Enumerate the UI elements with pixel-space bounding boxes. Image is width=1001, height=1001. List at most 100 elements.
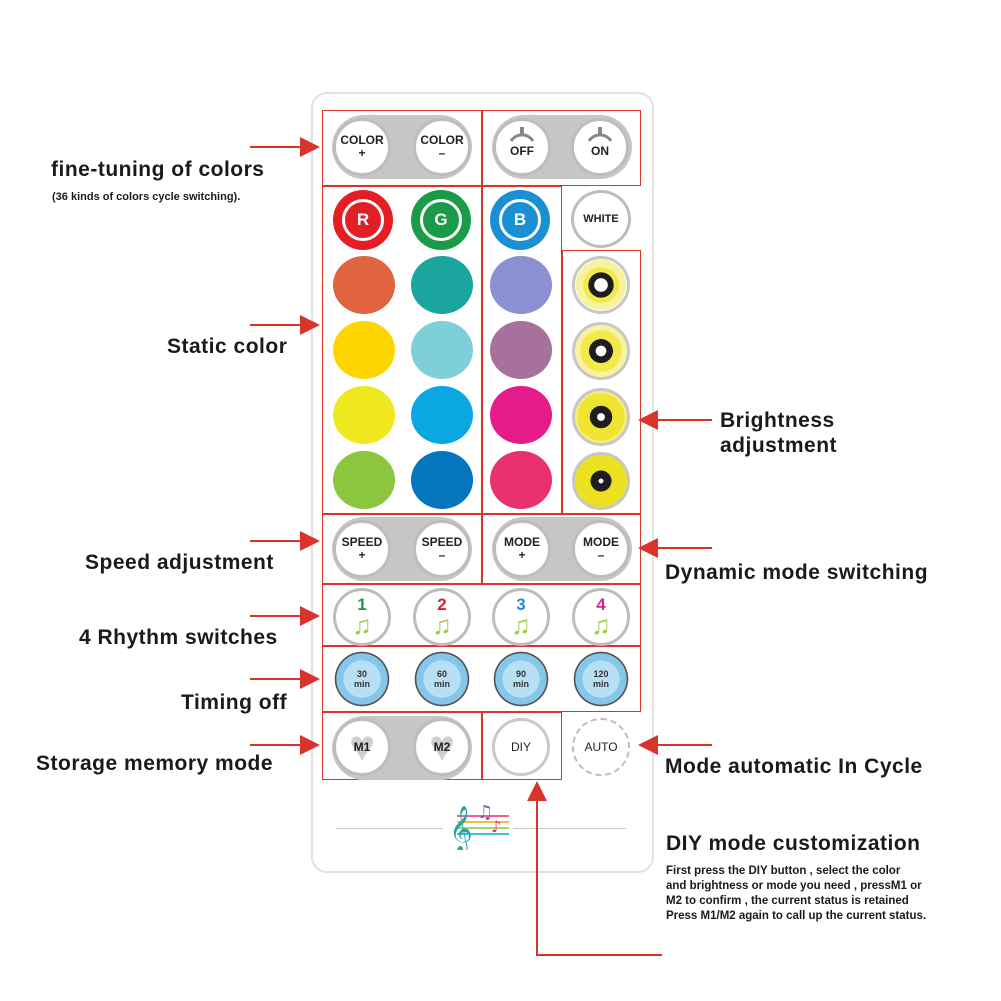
diy-description: First press the DIY button , select the … bbox=[666, 864, 996, 924]
power-icon bbox=[587, 127, 613, 142]
speed-plus-label: SPEED bbox=[341, 535, 383, 549]
frame-rhythm bbox=[322, 584, 641, 646]
static-color-button[interactable] bbox=[411, 386, 473, 444]
white-label: WHITE bbox=[583, 213, 619, 225]
label-auto-cycle: Mode automatic In Cycle bbox=[665, 755, 923, 778]
red-label: R bbox=[356, 210, 370, 229]
red-ring: R bbox=[342, 199, 384, 241]
mode-plus-button[interactable]: MODE + bbox=[493, 520, 551, 578]
mode-minus-button[interactable]: MODE – bbox=[572, 520, 630, 578]
m2-button[interactable]: ♥ M2 bbox=[413, 718, 471, 776]
label-rhythm: 4 Rhythm switches bbox=[79, 626, 278, 649]
label-fine-tuning: fine-tuning of colors bbox=[51, 158, 265, 181]
off-label: OFF bbox=[510, 143, 534, 158]
green-label: G bbox=[434, 210, 448, 229]
frame-power bbox=[482, 110, 641, 186]
diy-desc-line: M2 to confirm , the current status is re… bbox=[666, 895, 909, 907]
color-minus-button[interactable]: COLOR – bbox=[413, 118, 471, 176]
diy-desc-line: First press the DIY button , select the … bbox=[666, 865, 901, 877]
auto-label: AUTO bbox=[584, 740, 618, 754]
static-color-button[interactable] bbox=[490, 321, 552, 379]
off-button[interactable]: OFF bbox=[493, 118, 551, 176]
rhythm-button-1[interactable]: 1 ♫ bbox=[333, 588, 391, 646]
static-color-button[interactable] bbox=[411, 256, 473, 314]
static-color-button[interactable] bbox=[333, 451, 395, 509]
auto-button[interactable]: AUTO bbox=[572, 718, 630, 776]
speed-minus-label: SPEED bbox=[421, 535, 463, 549]
plus-sign: + bbox=[358, 146, 366, 160]
m1-label: M1 bbox=[353, 740, 371, 754]
frame-timer bbox=[322, 646, 641, 712]
frame-diy bbox=[482, 712, 562, 780]
frame-b-colors bbox=[482, 186, 562, 514]
minus-sign: – bbox=[597, 548, 605, 562]
frame-rg-colors bbox=[322, 186, 482, 514]
plus-sign: + bbox=[358, 548, 366, 562]
label-memory: Storage memory mode bbox=[36, 752, 274, 775]
brightness-button-4[interactable] bbox=[572, 452, 630, 510]
white-button[interactable]: WHITE bbox=[571, 190, 631, 248]
static-color-button[interactable] bbox=[411, 321, 473, 379]
speed-minus-button[interactable]: SPEED – bbox=[413, 520, 471, 578]
green-button[interactable]: G bbox=[411, 190, 471, 250]
rhythm-button-3[interactable]: 3 ♫ bbox=[492, 588, 550, 646]
speed-plus-button[interactable]: SPEED + bbox=[333, 520, 391, 578]
music-note-icon: ♫ bbox=[432, 610, 452, 640]
music-logo-icon: 𝄞 ♫ ♪ bbox=[443, 796, 513, 854]
svg-text:♫: ♫ bbox=[477, 802, 493, 823]
svg-text:♪: ♪ bbox=[491, 817, 501, 836]
blue-label: B bbox=[513, 210, 527, 229]
rhythm-number: 3 bbox=[516, 595, 526, 614]
rhythm-button-4[interactable]: 4 ♫ bbox=[572, 588, 630, 646]
static-color-button[interactable] bbox=[490, 256, 552, 314]
blue-button[interactable]: B bbox=[490, 190, 550, 250]
m1-button[interactable]: ♥ M1 bbox=[333, 718, 391, 776]
mode-plus-label: MODE bbox=[504, 535, 540, 549]
frame-brightness bbox=[562, 250, 641, 514]
heart-icon: ♥ bbox=[348, 722, 376, 771]
music-note-icon: ♫ bbox=[591, 610, 611, 640]
static-color-button[interactable] bbox=[490, 451, 552, 509]
label-dynamic-mode: Dynamic mode switching bbox=[665, 561, 929, 584]
label-brightness-1: Brightness bbox=[720, 409, 835, 432]
svg-text:𝄞: 𝄞 bbox=[449, 806, 473, 850]
color-minus-label: COLOR bbox=[420, 133, 464, 147]
color-plus-button[interactable]: COLOR + bbox=[333, 118, 391, 176]
static-color-button[interactable] bbox=[333, 256, 395, 314]
label-diy-title: DIY mode customization bbox=[666, 832, 921, 855]
frame-color-adjust bbox=[322, 110, 482, 186]
label-static-color: Static color bbox=[167, 335, 288, 358]
plus-sign: + bbox=[518, 548, 526, 562]
diy-button[interactable]: DIY bbox=[492, 718, 550, 776]
blue-ring: B bbox=[499, 199, 541, 241]
rhythm-number: 2 bbox=[437, 595, 447, 614]
frame-speed bbox=[322, 514, 482, 584]
on-button[interactable]: ON bbox=[571, 118, 629, 176]
red-button[interactable]: R bbox=[333, 190, 393, 250]
heart-icon: ♥ bbox=[428, 722, 456, 771]
diy-desc-line: Press M1/M2 again to call up the current… bbox=[666, 910, 927, 922]
music-note-icon: ♫ bbox=[511, 610, 531, 640]
static-color-button[interactable] bbox=[490, 386, 552, 444]
static-color-button[interactable] bbox=[333, 321, 395, 379]
on-label: ON bbox=[591, 143, 609, 158]
minus-sign: – bbox=[438, 548, 446, 562]
brightness-button-1[interactable] bbox=[572, 256, 630, 314]
static-color-button[interactable] bbox=[333, 386, 395, 444]
diy-label: DIY bbox=[510, 740, 531, 754]
power-icon bbox=[509, 127, 535, 142]
rhythm-number: 4 bbox=[596, 595, 606, 614]
static-color-button[interactable] bbox=[411, 451, 473, 509]
brightness-button-2[interactable] bbox=[572, 322, 630, 380]
color-plus-label: COLOR bbox=[340, 133, 384, 147]
brightness-button-3[interactable] bbox=[572, 388, 630, 446]
minus-sign: – bbox=[438, 146, 446, 160]
rhythm-button-2[interactable]: 2 ♫ bbox=[413, 588, 471, 646]
diy-desc-line: and brightness or mode you need , pressM… bbox=[666, 880, 922, 892]
